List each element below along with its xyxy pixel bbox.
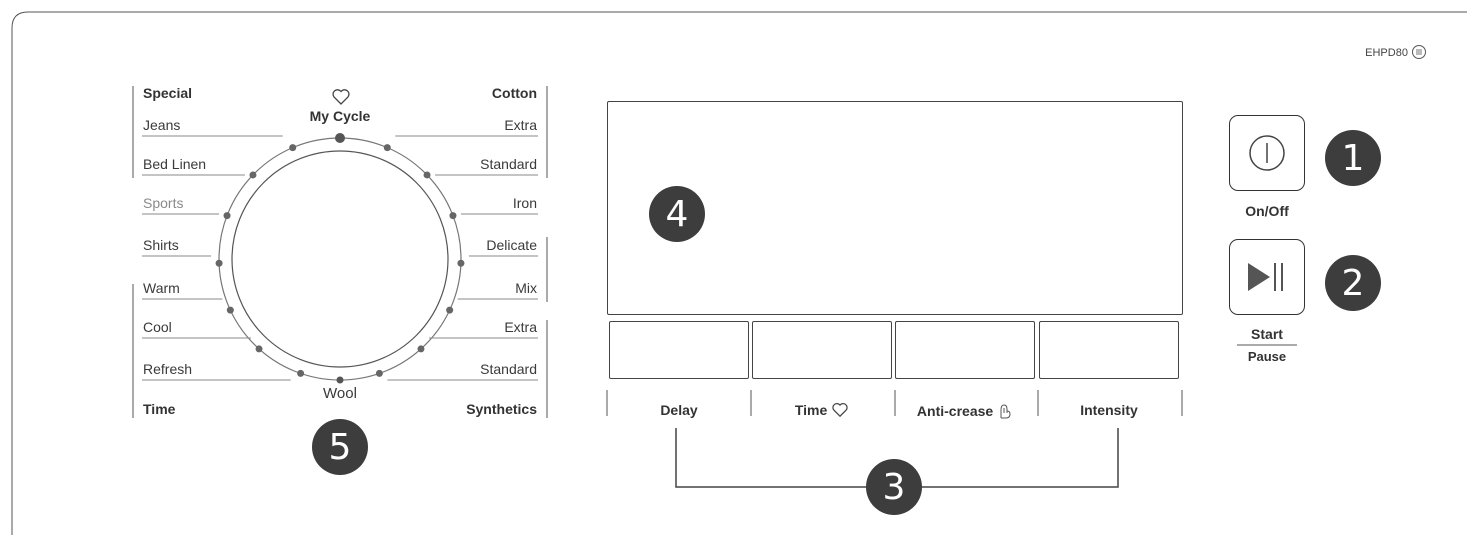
callout-5: 5 (312, 419, 368, 475)
right-program-label: Delicate (486, 237, 537, 253)
hand-icon (1000, 404, 1011, 419)
left-program-label: Refresh (143, 361, 193, 377)
dial-knob[interactable] (231, 150, 449, 368)
dial-dot (255, 345, 263, 353)
anti-crease-button[interactable] (895, 321, 1035, 379)
right-program-label: Iron (512, 195, 537, 211)
right-program-label: Standard (480, 156, 537, 172)
left-program-label: Jeans (143, 117, 181, 133)
dial-dot (289, 144, 297, 152)
heart-icon (332, 89, 350, 105)
dial-dot (226, 306, 234, 314)
left-program-label: Sports (143, 195, 184, 211)
dial-dot (297, 369, 305, 377)
intensity-button[interactable] (1039, 321, 1179, 379)
my-cycle-label: My Cycle (309, 108, 371, 124)
time-label: Time (752, 402, 892, 418)
right-program-label: Extra (504, 319, 537, 335)
dial-dot (215, 259, 223, 267)
left-program-label: Warm (143, 280, 180, 296)
delay-button[interactable] (609, 321, 749, 379)
power-label: On/Off (1245, 203, 1289, 219)
dial-dot-wool (336, 376, 344, 384)
right-program-label: Synthetics (466, 401, 537, 417)
dial-dot (457, 259, 465, 267)
dial-dot (446, 306, 454, 314)
time-button[interactable] (752, 321, 892, 379)
callout-1: 1 (1325, 130, 1381, 186)
callout-4: 4 (649, 186, 705, 242)
drum-icon (1412, 45, 1426, 59)
intensity-label: Intensity (1080, 402, 1138, 418)
dial-dot (223, 212, 231, 220)
program-dial[interactable] (0, 0, 600, 480)
model-text: EHPD80 (1365, 47, 1408, 59)
dial-dot (449, 212, 457, 220)
right-program-label: Extra (504, 117, 537, 133)
right-program-label: Standard (480, 361, 537, 377)
right-program-label: Cotton (491, 85, 537, 101)
wool-label: Wool (323, 385, 357, 402)
power-button[interactable] (1229, 115, 1305, 191)
dial-dot-my-cycle (335, 133, 345, 143)
start-pause-button[interactable] (1229, 239, 1305, 315)
dial-dot (417, 345, 425, 353)
display-screen (607, 101, 1183, 315)
callout-2: 2 (1325, 255, 1381, 311)
dial-dot (375, 369, 383, 377)
pause-label: Pause (1247, 349, 1287, 364)
heart-icon (832, 403, 848, 418)
left-program-label: Shirts (143, 237, 179, 253)
left-program-label: Time (143, 401, 176, 417)
model-name: EHPD80 (1365, 44, 1427, 60)
dial-dot (249, 171, 257, 179)
delay-label: Delay (660, 402, 698, 418)
power-icon (1249, 135, 1285, 171)
button-dividers (606, 390, 1183, 416)
right-program-label: Mix (515, 280, 537, 296)
callout-3: 3 (866, 459, 922, 515)
anti-crease-label: Anti-crease (895, 402, 1035, 420)
play-pause-icon (1248, 263, 1283, 291)
left-program-label: Cool (143, 319, 172, 335)
start-label: Start (1251, 326, 1283, 342)
dial-dot (383, 144, 391, 152)
dial-dot (423, 171, 431, 179)
left-program-label: Bed Linen (143, 156, 207, 172)
start-pause-divider (1237, 344, 1297, 346)
left-program-label: Special (143, 85, 193, 101)
